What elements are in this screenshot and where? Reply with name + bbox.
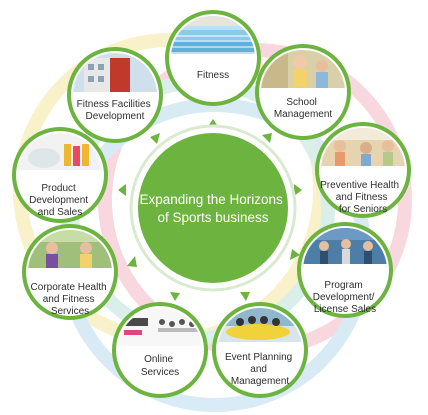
node-event-line-2: and: [250, 364, 267, 375]
node-event-line-3: Management: [231, 376, 290, 387]
node-label-corporate-health: Corporate Health and Fitness Services: [31, 282, 110, 317]
node-preventive-line-1: Preventive Health: [320, 180, 399, 191]
node-online-services: Online Services: [112, 302, 208, 398]
node-corporate-line-3: Services: [51, 306, 89, 317]
arrow-to-preventive-health: [294, 184, 302, 196]
node-program-line-1: Program: [324, 280, 362, 291]
arrow-to-program-development: [290, 249, 300, 260]
arrow-to-facilities-development: [150, 133, 160, 144]
node-school-management: School Management: [255, 44, 351, 140]
node-online-line-2: Services: [141, 367, 179, 378]
node-label-product-development: Product Development and Sales: [29, 183, 91, 218]
node-corporate-line-2: and Fitness: [43, 294, 95, 305]
center-title: Expanding the Horizons of Sports busines…: [139, 192, 286, 225]
node-event-planning: Event Planning and Management: [212, 302, 308, 398]
center-title-line-2: of Sports business: [157, 210, 268, 225]
node-preventive-health: Preventive Health and Fitness for Senior…: [315, 122, 411, 218]
node-corporate-line-1: Corporate Health: [31, 282, 107, 293]
node-label-school-management: School Management: [274, 97, 333, 120]
node-label-preventive-health: Preventive Health and Fitness for Senior…: [320, 180, 402, 215]
node-online-line-1: Online: [144, 354, 173, 365]
node-label-facilities-development: Fitness Facilities Development: [77, 99, 154, 122]
node-school-line-1: School: [286, 97, 317, 108]
arrow-to-online-services: [170, 292, 180, 301]
seniors-exercise-photo-icon: [321, 128, 405, 212]
node-fitness-line-1: Fitness: [197, 70, 229, 81]
node-facilities-line-2: Development: [86, 111, 145, 122]
node-facilities-development: Fitness Facilities Development: [67, 47, 163, 143]
arrow-to-event-planning: [240, 292, 250, 301]
node-event-line-1: Event Planning: [225, 352, 292, 363]
node-label-program-development: Program Development/ License Sales: [313, 280, 377, 315]
node-product-development: Product Development and Sales: [12, 127, 108, 223]
arrow-to-product-development: [118, 184, 126, 196]
node-product-line-2: Development: [29, 195, 88, 206]
arrow-to-school-management: [262, 133, 272, 143]
node-program-line-3: License Sales: [314, 304, 376, 315]
rafting-event-photo-icon: [218, 308, 302, 392]
center-hub: Expanding the Horizons of Sports busines…: [129, 124, 297, 292]
node-product-line-3: and Sales: [38, 207, 82, 218]
node-label-online-services: Online Services: [141, 354, 179, 378]
node-preventive-line-2: and Fitness: [336, 192, 388, 203]
node-label-event-planning: Event Planning and Management: [225, 352, 295, 387]
node-preventive-line-3: for Seniors: [339, 204, 387, 215]
node-program-line-2: Development/: [313, 292, 375, 303]
node-label-fitness: Fitness: [197, 70, 229, 81]
center-circle: [138, 133, 288, 283]
center-title-line-1: Expanding the Horizons: [139, 192, 283, 207]
connector-arrows: [118, 119, 302, 301]
node-corporate-health: Corporate Health and Fitness Services: [22, 224, 118, 320]
node-program-development: Program Development/ License Sales: [297, 222, 393, 318]
node-facilities-line-1: Fitness Facilities: [77, 99, 151, 110]
node-fitness: Fitness: [165, 10, 261, 106]
arrow-to-corporate-health: [127, 256, 137, 267]
node-product-line-1: Product: [41, 183, 76, 194]
node-school-line-2: Management: [274, 109, 333, 120]
